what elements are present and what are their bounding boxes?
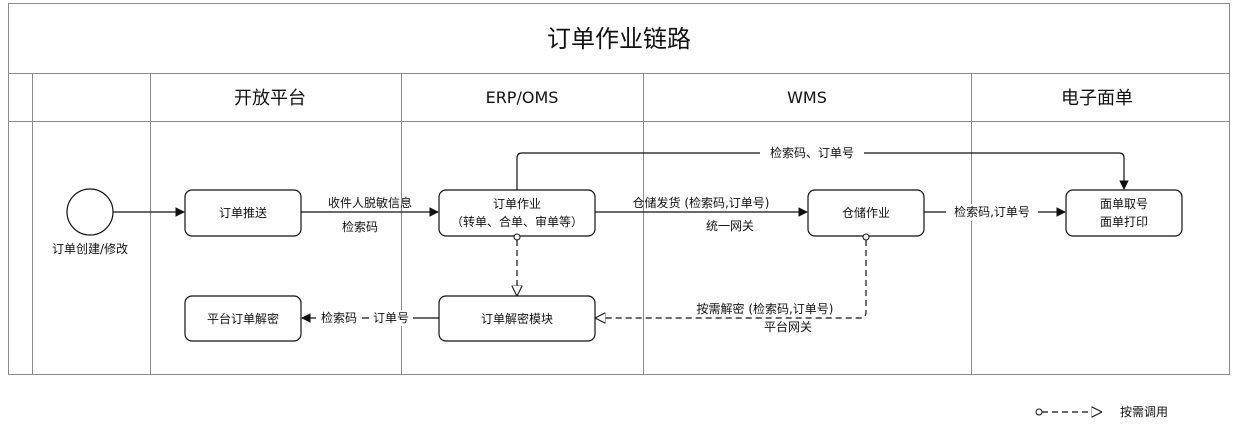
diagram-title: 订单作业链路 bbox=[547, 25, 691, 53]
legend: 按需调用 bbox=[1035, 405, 1168, 419]
edge-label-on-demand-2: 平台网关 bbox=[764, 319, 812, 334]
lane-header-erp-oms: ERP/OMS bbox=[486, 88, 559, 107]
legend-origin-icon bbox=[1035, 408, 1043, 416]
platform-decrypt-node bbox=[184, 295, 302, 342]
decrypt-module-label: 订单解密模块 bbox=[481, 311, 553, 326]
edge-label-on-demand-1: 按需解密 (检索码,订单号) bbox=[697, 301, 834, 316]
lane-header-waybill: 电子面单 bbox=[1061, 88, 1133, 109]
edge-label-push-1: 收件人脱敏信息 bbox=[328, 195, 412, 210]
order-ops-label-1: 订单作业 bbox=[493, 197, 541, 211]
edge-label-waybill-link: 检索码,订单号 bbox=[954, 204, 1030, 219]
order-push-node bbox=[184, 189, 302, 237]
order-ops-label-2: （转单、合单、审单等） bbox=[451, 214, 583, 229]
lane-header-wms: WMS bbox=[787, 88, 827, 107]
waybill-label-1: 面单取号 bbox=[1100, 197, 1148, 211]
platform-decrypt-label: 平台订单解密 bbox=[207, 311, 279, 326]
edge-label-ship-2: 统一网关 bbox=[706, 219, 754, 233]
edge-label-search-code: 检索码 bbox=[321, 310, 357, 325]
edge-warehouse-to-decrypt-dashed bbox=[596, 240, 867, 318]
legend-label: 按需调用 bbox=[1120, 405, 1168, 419]
waybill-node bbox=[1065, 189, 1183, 237]
edge-label-top-link: 检索码、订单号 bbox=[770, 145, 854, 160]
start-event-label: 订单创建/修改 bbox=[52, 241, 128, 256]
start-event bbox=[66, 188, 114, 236]
edge-label-push-2: 检索码 bbox=[342, 219, 378, 234]
order-push-label: 订单推送 bbox=[219, 205, 267, 220]
waybill-label-2: 面单打印 bbox=[1100, 215, 1148, 229]
dashed-edge-origin-warehouse bbox=[862, 233, 870, 241]
warehouse-ops-label: 仓储作业 bbox=[842, 205, 890, 220]
edge-label-order-no: 订单号 bbox=[373, 311, 409, 325]
dashed-edge-origin-ops bbox=[513, 233, 521, 241]
edge-label-ship-1: 仓储发货 (检索码,订单号) bbox=[633, 195, 770, 210]
lane-header-open-platform: 开放平台 bbox=[234, 88, 306, 109]
